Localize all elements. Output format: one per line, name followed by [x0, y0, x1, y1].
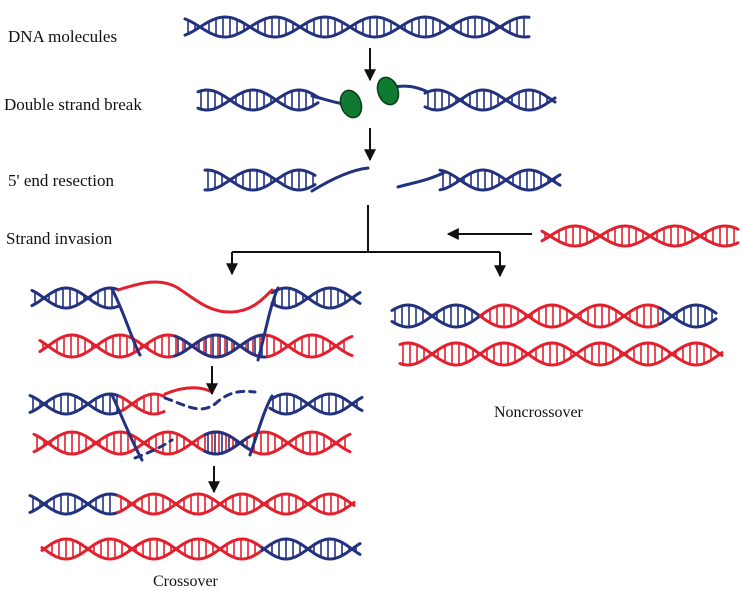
- backbone-strand-b: [118, 394, 166, 416]
- protein-right: [376, 76, 400, 106]
- co-product-blue-right-helix: [260, 537, 362, 561]
- backbone-strand-b: [398, 341, 724, 367]
- backbone-strand-a: [398, 341, 724, 367]
- backbone-strand-b: [268, 392, 364, 416]
- label-strand-invasion: Strand invasion: [6, 229, 113, 248]
- backbone-strand-b: [260, 537, 362, 561]
- backbone-strand-b: [423, 88, 557, 112]
- flow-arrows: [206, 48, 532, 494]
- backbone-strand-a: [658, 303, 718, 326]
- co-stage1-blue-strand-down: [110, 287, 142, 357]
- backbone-strand-b: [32, 430, 352, 456]
- label-end-resection: 5' end resection: [8, 171, 114, 190]
- resection-right-tail: [396, 170, 447, 189]
- backbone-strand-b: [28, 392, 122, 416]
- backbone-strand-b: [183, 15, 531, 39]
- backbone-strand-b: [658, 306, 718, 329]
- backbone-strand-a: [268, 392, 364, 416]
- resection-left-tail: [310, 166, 370, 193]
- co-product-red-left-helix: [40, 537, 264, 561]
- co-stage2-blue-strand-up: [248, 394, 274, 457]
- backbone-strand-a: [116, 492, 356, 516]
- dna-break-right-helix: [423, 88, 557, 112]
- co-stage2-red-mid-helix: [118, 392, 166, 416]
- backbone-strand-a: [30, 286, 120, 310]
- co-stage1-blue-strand-up: [256, 286, 280, 362]
- backbone-strand-b: [40, 537, 264, 561]
- backbone-strand-a: [478, 303, 662, 329]
- backbone-strand-a: [390, 303, 482, 329]
- dna-resected-left-helix: [203, 168, 317, 192]
- backbone-strand-b: [116, 492, 356, 516]
- backbone-strand-b: [438, 168, 562, 192]
- backbone-strand-a: [183, 15, 531, 39]
- co-product-red-right-helix: [116, 492, 356, 516]
- backbone-strand-b: [203, 430, 251, 451]
- dna-intact-helix: [183, 15, 531, 39]
- nco-product-red-mid-helix: [478, 303, 662, 329]
- backbone-strand-b: [196, 88, 320, 112]
- backbone-strand-a: [260, 537, 362, 561]
- co-stage1-red-helix: [38, 333, 354, 359]
- co-stage2-blue-right-helix: [268, 392, 364, 416]
- dna-break-left-helix: [196, 88, 320, 112]
- backbone-strand-a: [270, 286, 362, 310]
- backbone-strand-b: [270, 286, 362, 310]
- co-stage2-blue-strand-down: [110, 393, 144, 462]
- backbone-strand-a: [40, 537, 264, 561]
- protein-left: [339, 89, 363, 119]
- backbone-strand-a: [423, 88, 557, 112]
- co-stage2-blue-dashed-strand: [163, 389, 257, 411]
- backbone-strand-a: [118, 392, 166, 414]
- co-stage2-red-helix: [32, 430, 352, 456]
- nco-product-red-helix: [398, 341, 724, 367]
- dna-resected-right-helix: [438, 168, 562, 192]
- co-stage1-blue-invading-helix: [173, 333, 267, 359]
- co-stage1-blue-left-helix: [30, 286, 120, 310]
- nco-product-blue-right-helix: [658, 303, 718, 329]
- backbone-strand-a: [203, 435, 251, 456]
- co-product-blue-left-helix: [28, 492, 120, 516]
- strand-tails: [110, 84, 447, 462]
- nco-product-blue-left-helix: [390, 303, 482, 329]
- backbone-strand-a: [196, 88, 320, 112]
- backbone-strand-b: [540, 224, 740, 248]
- label-crossover: Crossover: [153, 573, 219, 590]
- break-proteins: [339, 76, 400, 119]
- co-stage1-red-strand-loop: [116, 280, 274, 314]
- backbone-strand-a: [203, 168, 317, 192]
- backbone-strand-b: [390, 303, 482, 329]
- backbone-strand-a: [173, 333, 267, 359]
- co-stage2-blue-lower-helix: [203, 430, 251, 456]
- co-stage2-blue-left-helix: [28, 392, 122, 416]
- backbone-strand-b: [203, 168, 317, 192]
- backbone-strand-b: [30, 286, 120, 310]
- donor-dna-helix: [540, 224, 740, 248]
- co-stage1-blue-right-helix: [270, 286, 362, 310]
- backbone-strand-b: [478, 303, 662, 329]
- backbone-strand-b: [173, 333, 267, 359]
- label-noncrossover: Noncrossover: [494, 404, 584, 421]
- backbone-strand-a: [540, 224, 740, 248]
- co-stage2-blue-dashed-lower: [133, 438, 174, 460]
- backbone-strand-b: [28, 492, 120, 516]
- co-stage2-red-strand: [163, 386, 214, 396]
- label-double-strand-break: Double strand break: [4, 95, 142, 114]
- label-dna-molecules: DNA molecules: [8, 27, 117, 46]
